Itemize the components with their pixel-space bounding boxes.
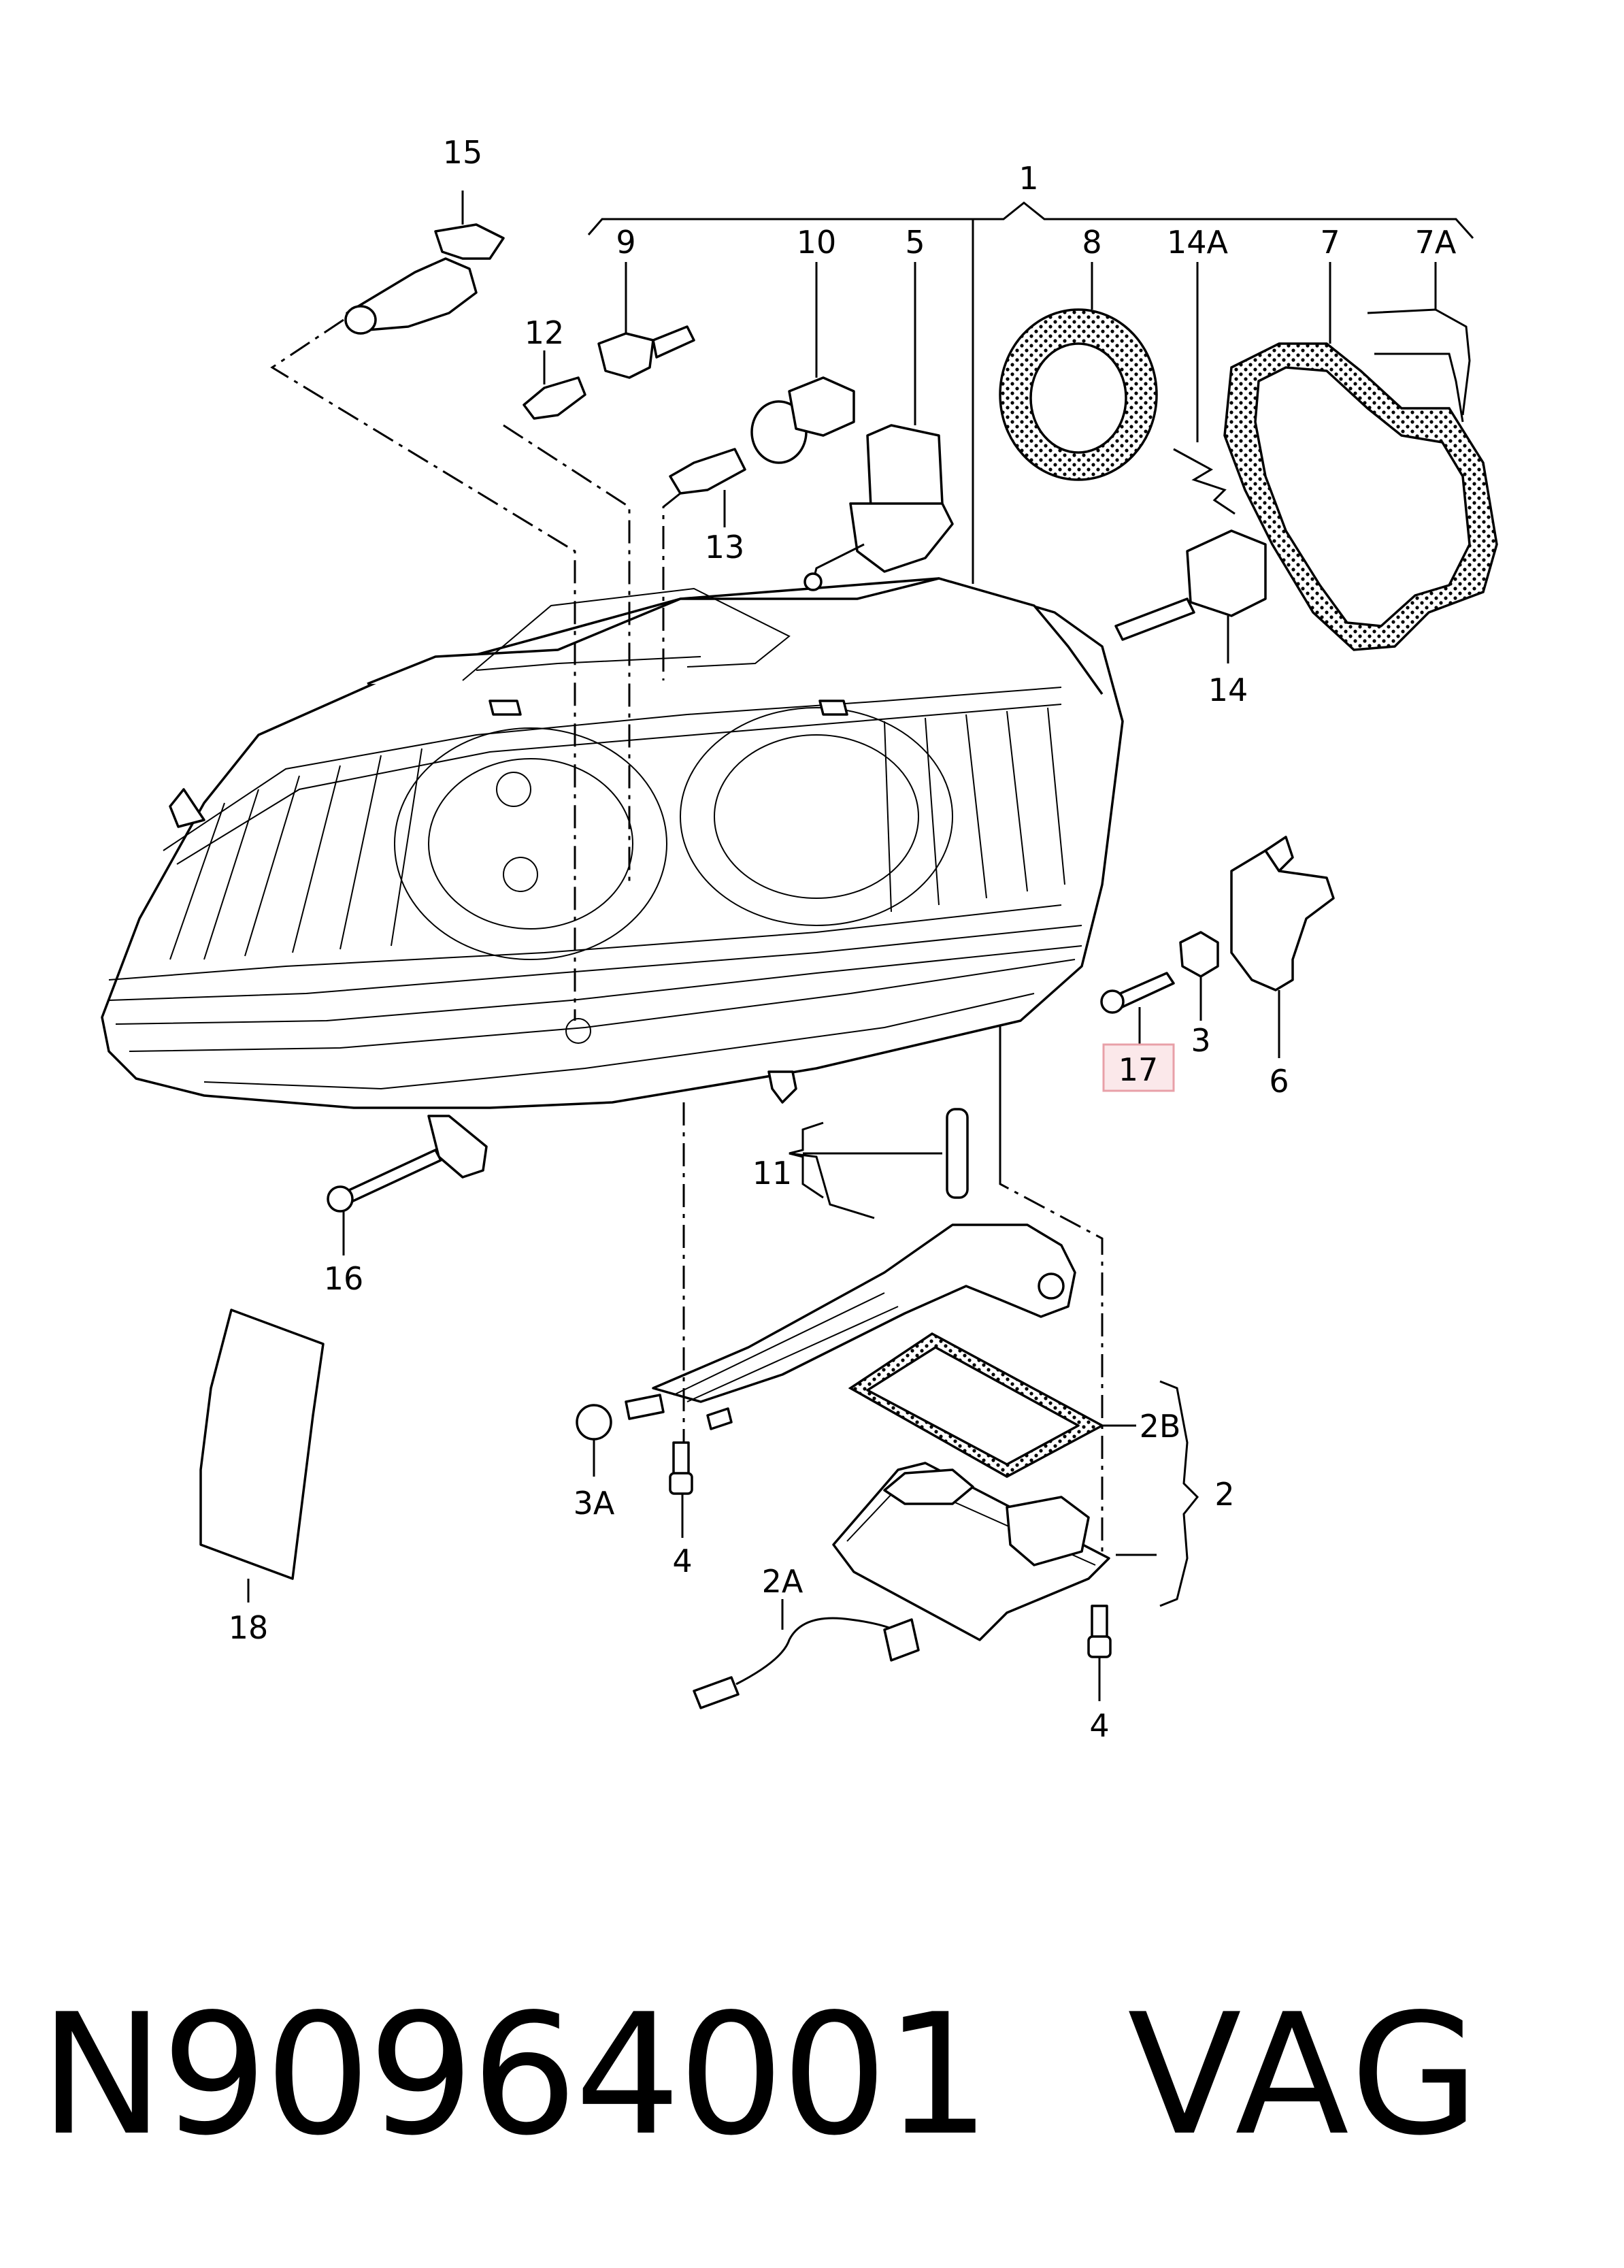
callout-4-left: 4 (672, 1543, 692, 1579)
part-10-bulb (750, 262, 855, 464)
callout-2: 2 (1214, 1476, 1234, 1513)
callout-5: 5 (905, 224, 925, 261)
part-13-bulb (669, 448, 746, 527)
callout-16: 16 (324, 1260, 364, 1297)
part-7-rear-cover (1223, 262, 1498, 651)
assembly-1-bracket (587, 201, 1474, 1170)
callout-10: 10 (797, 224, 837, 261)
part-3-clip-nut (1179, 931, 1219, 1021)
part-2-control-unit (832, 1170, 1157, 1641)
part-7A-wire-clip (1367, 262, 1471, 423)
callout-7: 7 (1320, 224, 1340, 261)
callout-7A: 7A (1415, 224, 1457, 261)
callout-12: 12 (525, 314, 565, 351)
callout-4-right: 4 (1089, 1707, 1109, 1744)
callout-17-highlight (1102, 1043, 1175, 1092)
part-8-dust-cap (999, 262, 1158, 481)
part-12-wedge-bulb (523, 350, 586, 420)
footer-caption: N90964001 VAG (39, 1973, 1604, 2177)
part-4-screw-left (669, 1441, 693, 1538)
part-16-bolt (327, 1115, 488, 1255)
callout-9: 9 (616, 224, 635, 261)
callout-14A: 14A (1167, 224, 1229, 261)
part-3A-cap (576, 1404, 612, 1477)
part-2B-gasket (848, 1332, 1136, 1478)
callout-3A: 3A (574, 1485, 615, 1522)
callout-13: 13 (705, 529, 745, 565)
callout-2A: 2A (762, 1563, 803, 1600)
callout-8: 8 (1082, 224, 1101, 261)
callout-11: 11 (752, 1155, 793, 1191)
part-11-range-adjusters (625, 1108, 1076, 1430)
part-5-leveling-motor (803, 262, 954, 591)
callout-14: 14 (1208, 672, 1248, 708)
part-18-side-reflector (199, 1309, 325, 1603)
callout-15: 15 (443, 134, 483, 171)
part-9-bulb-socket (597, 262, 695, 379)
part-2-bracket (1159, 1380, 1199, 1607)
part-4-screw-right (1087, 1605, 1112, 1701)
callout-2B: 2B (1140, 1408, 1181, 1445)
part-15-bulb (344, 191, 505, 335)
part-number: N90964001 (39, 1978, 991, 2172)
headlamp-housing (101, 577, 1124, 1109)
part-14A-spring-clip (1173, 262, 1236, 515)
part-17-screw (1100, 972, 1175, 1045)
brand-name: VAG (1127, 1978, 1484, 2172)
callout-6: 6 (1269, 1063, 1289, 1100)
part-2A-wiring-harness (693, 1599, 920, 1709)
callout-3: 3 (1191, 1022, 1210, 1059)
part-14-xenon-bulb (1114, 529, 1267, 663)
part-6-bracket (1230, 836, 1335, 1058)
callout-1: 1 (1018, 160, 1038, 197)
callout-17: 17 (1118, 1051, 1159, 1088)
callout-18: 18 (229, 1609, 269, 1646)
